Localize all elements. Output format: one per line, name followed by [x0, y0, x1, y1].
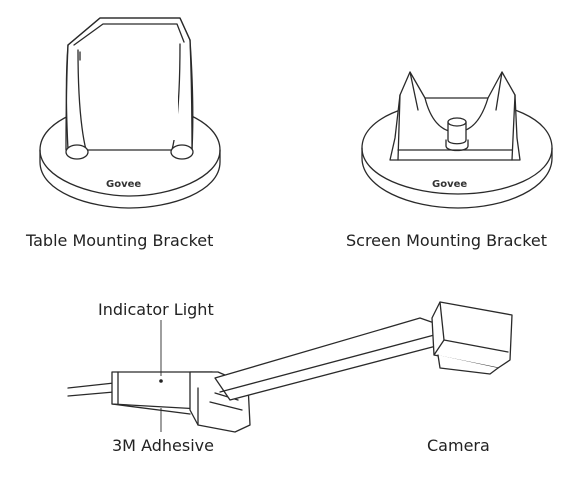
indicator-light-label: Indicator Light: [98, 300, 214, 319]
screen-bracket-label: Screen Mounting Bracket: [346, 231, 548, 250]
govee-logo-table: Govee: [106, 179, 141, 190]
camera-assembly-drawing: [67, 301, 513, 433]
screen-mounting-bracket-drawing: Govee: [361, 71, 553, 209]
adhesive-label: 3M Adhesive: [112, 436, 214, 455]
indicator-light-dot: [159, 379, 163, 383]
table-mounting-bracket-drawing: Govee: [39, 17, 221, 209]
table-bracket-label: Table Mounting Bracket: [26, 231, 214, 250]
govee-logo-screen: Govee: [432, 179, 467, 190]
camera-label: Camera: [427, 436, 490, 455]
